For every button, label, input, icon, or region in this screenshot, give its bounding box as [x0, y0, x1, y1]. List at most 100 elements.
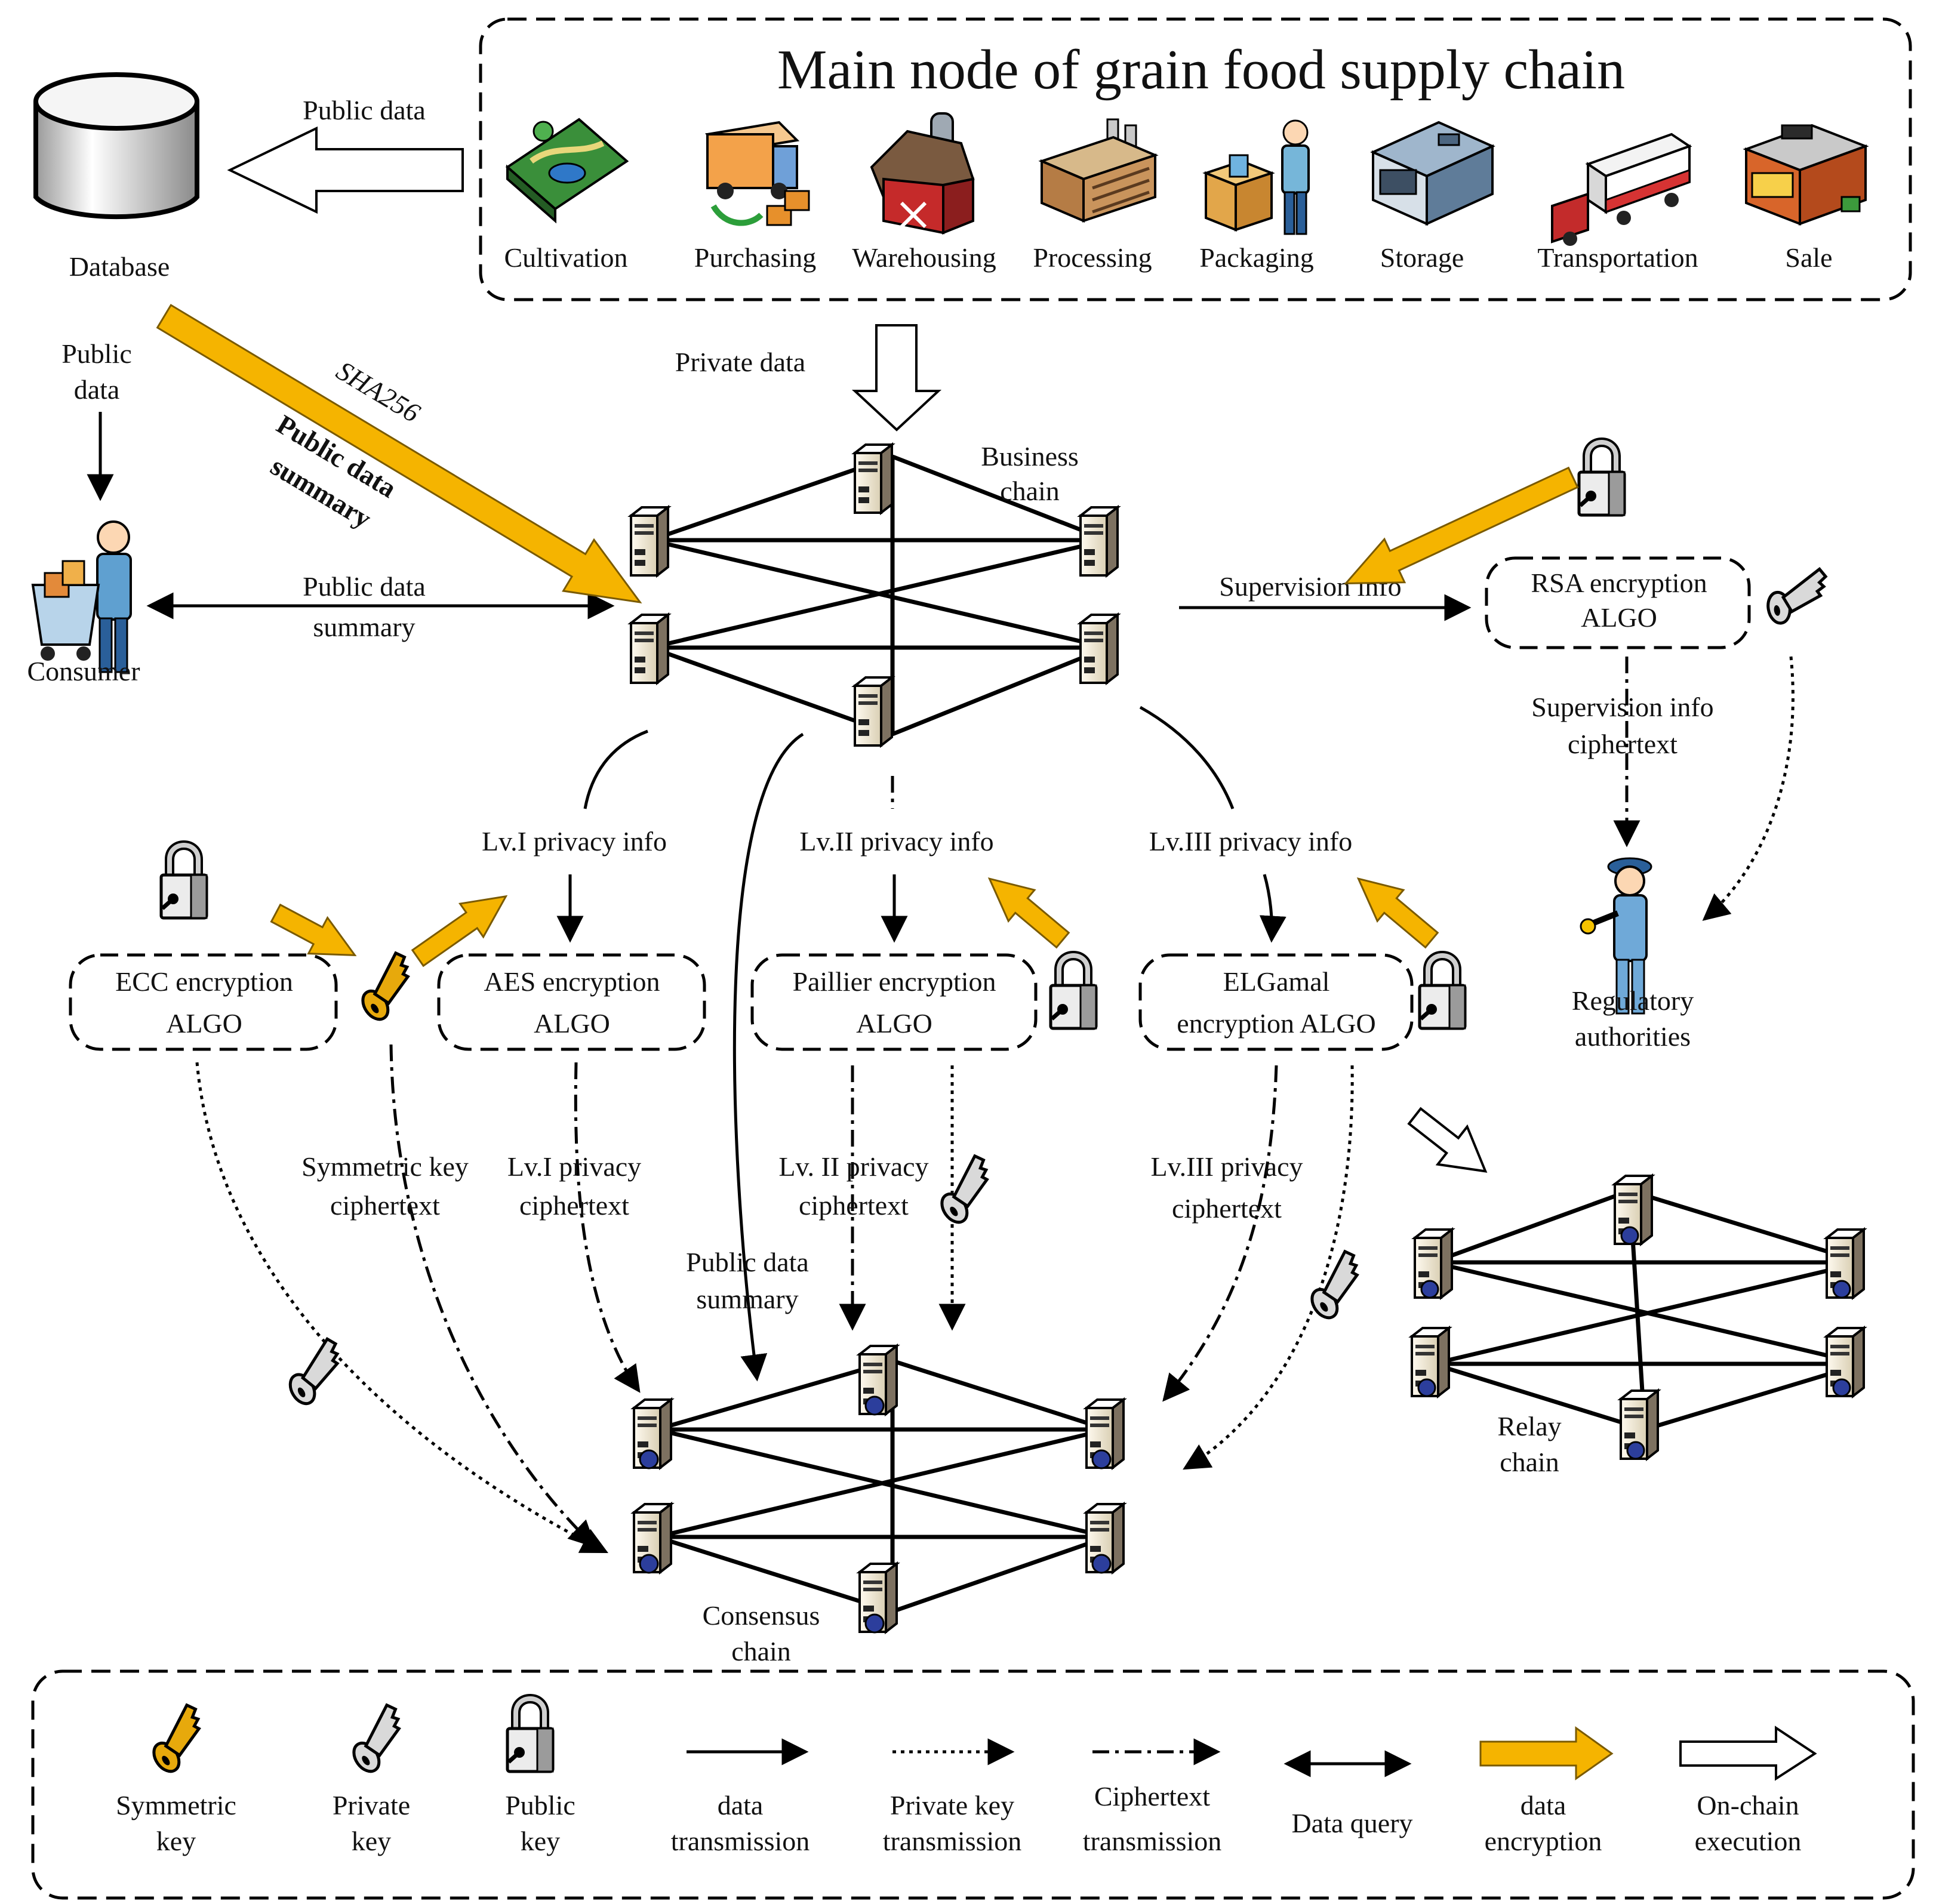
consensus-server-node — [1085, 1503, 1125, 1574]
aes-key-encryption-arrow — [411, 895, 508, 968]
stage-label: Processing — [1033, 242, 1152, 273]
consensus-server-node — [1085, 1398, 1125, 1469]
business-server-node — [854, 676, 893, 747]
private-data-hollow-arrow — [851, 324, 942, 432]
legend-label: Public — [505, 1790, 575, 1820]
legend-public-key-lock-icon — [507, 1699, 553, 1771]
database-label: Database — [69, 251, 170, 282]
public-data-label-left-2: data — [74, 374, 120, 405]
rsa-encryption-arrow — [1344, 466, 1579, 585]
legend-label: Data query — [1291, 1808, 1412, 1838]
legend-label: key — [352, 1826, 391, 1856]
legend-label: Private key — [890, 1790, 1014, 1820]
sale-icon — [1743, 124, 1869, 226]
stage-label: Purchasing — [694, 242, 816, 273]
query-label-2: summary — [313, 612, 415, 642]
legend-label: execution — [1695, 1826, 1802, 1856]
paillier-encryption-arrow — [987, 877, 1070, 949]
rsa-label-1: RSA encryption — [1531, 568, 1707, 598]
paillier-encryption-box — [750, 953, 1038, 1051]
consumer-label: Consumer — [27, 656, 140, 686]
warehousing-icon — [870, 112, 975, 235]
lv1-ciphertext-label-1: Lv.I privacy — [507, 1151, 641, 1182]
query-label-1: Public data — [303, 571, 426, 602]
ecc-encryption-box — [69, 953, 338, 1051]
stage-label: Cultivation — [504, 242, 628, 273]
legend-private-key-icon — [340, 1702, 417, 1776]
relay-server-node — [1414, 1228, 1453, 1299]
lv3-private-key-transmission — [1183, 1065, 1354, 1470]
business-chain-network — [650, 454, 1109, 737]
rsa-encryption-box — [1485, 556, 1751, 649]
processing-icon — [1038, 118, 1159, 223]
ecc-label-1: ECC encryption — [115, 966, 293, 997]
legend-box — [31, 1669, 1915, 1900]
relay-server-node — [1614, 1175, 1653, 1245]
lv1-ciphertext-transmission — [574, 1062, 641, 1393]
business-server-node — [630, 614, 669, 684]
public-data-label-top: Public data — [303, 95, 426, 125]
consensus-chain-label-2: chain — [731, 1636, 791, 1666]
paillier-public-key-lock-icon — [1051, 956, 1096, 1028]
rsa-public-key-lock-icon — [1579, 442, 1624, 515]
supply-chain-title: Main node of grain food supply chain — [777, 39, 1625, 101]
regulatory-label-2: authorities — [1575, 1021, 1691, 1052]
stage-label: Packaging — [1199, 242, 1314, 273]
database-icon — [33, 72, 199, 220]
lv2-ciphertext-label-1: Lv. II privacy — [778, 1151, 928, 1182]
business-chain-label-2: chain — [1000, 476, 1060, 506]
elgamal-label-1: ELGamal — [1223, 966, 1330, 997]
legend-data-encryption-arrow — [1479, 1726, 1614, 1780]
legend-label: key — [521, 1826, 560, 1856]
rsa-private-key-icon — [1763, 568, 1832, 625]
lv2-ciphertext-label-2: ciphertext — [799, 1190, 909, 1221]
elgamal-encryption-box — [1138, 953, 1414, 1051]
aes-label-2: ALGO — [534, 1008, 610, 1039]
elgamal-private-key-icon — [1298, 1249, 1375, 1323]
symmetric-key-icon — [349, 950, 426, 1024]
supervision-ciphertext-label-1: Supervision info — [1531, 692, 1713, 722]
legend-label: Private — [333, 1790, 410, 1820]
stage-label: Transportation — [1537, 242, 1698, 273]
symmetric-key-ciphertext-label-2: ciphertext — [330, 1190, 440, 1221]
ecc-label-2: ALGO — [166, 1008, 242, 1039]
consensus-server-node — [858, 1345, 898, 1416]
ecc-private-key-transmission — [195, 1062, 609, 1554]
elgamal-label-2: encryption ALGO — [1177, 1008, 1375, 1039]
legend-label: On-chain — [1697, 1790, 1799, 1820]
elgamal-public-key-lock-icon — [1420, 956, 1465, 1028]
relay-chain-label-2: chain — [1500, 1447, 1559, 1477]
legend-labels: Symmetric key Private key Public key dat… — [116, 1781, 1801, 1856]
regulatory-label-1: Regulatory — [1572, 985, 1694, 1016]
relay-server-node — [1826, 1327, 1865, 1397]
legend-label: data — [1521, 1790, 1566, 1820]
relay-chain-label-1: Relay — [1497, 1411, 1561, 1441]
paillier-label-1: Paillier encryption — [792, 966, 996, 997]
lv3-to-elgamal-arrow — [1259, 874, 1286, 943]
symmetric-key-ciphertext-transmission — [389, 1044, 596, 1548]
rsa-label-2: ALGO — [1581, 602, 1657, 633]
business-server-node — [630, 506, 669, 577]
packaging-icon — [1202, 119, 1310, 235]
business-server-node — [1079, 506, 1119, 577]
elgamal-encryption-arrow — [1356, 877, 1439, 949]
public-data-summary-mid-2: summary — [696, 1284, 798, 1314]
public-data-summary-to-consensus — [732, 732, 804, 1382]
legend-label: Symmetric — [116, 1790, 236, 1820]
relay-server-node — [1411, 1327, 1450, 1397]
business-chain-label-1: Business — [981, 441, 1079, 472]
private-data-label: Private data — [675, 347, 805, 377]
paillier-private-key-icon — [928, 1153, 1005, 1227]
business-to-lv1-curve — [583, 729, 648, 809]
business-server-node — [1079, 614, 1119, 684]
regulatory-authority-icon — [1580, 857, 1652, 1015]
transportation-icon — [1551, 133, 1692, 246]
ecc-encryption-arrow — [270, 903, 357, 957]
public-data-hollow-arrow — [227, 126, 464, 214]
paillier-label-2: ALGO — [856, 1008, 932, 1039]
legend-label: key — [156, 1826, 196, 1856]
stage-label: Storage — [1380, 242, 1464, 273]
legend-symmetric-key-icon — [140, 1702, 217, 1776]
legend-label: transmission — [1083, 1826, 1222, 1856]
